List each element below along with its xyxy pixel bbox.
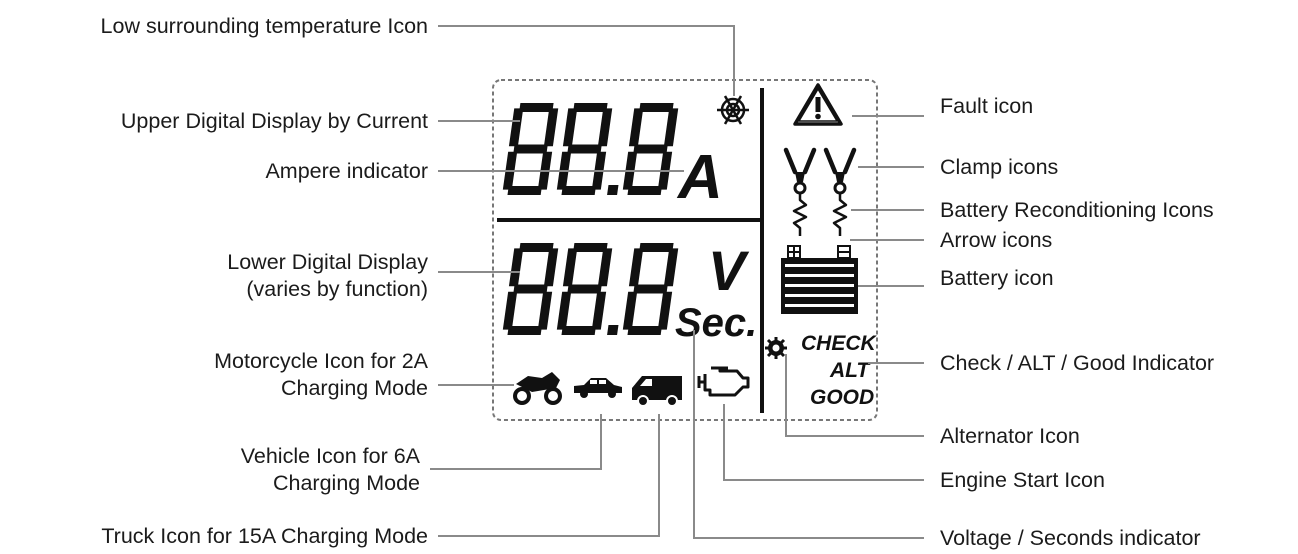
lcd-segment (663, 108, 679, 147)
lcd-segment (597, 248, 613, 287)
label-clamp: Clamp icons (940, 155, 1058, 179)
lcd-segment (507, 326, 542, 335)
lcd-segment (561, 186, 596, 195)
lcd-segment (567, 144, 602, 154)
lcd-segment (639, 103, 674, 112)
lcd-segment (508, 248, 524, 287)
lcd-segment (543, 108, 559, 147)
lcd-frame (492, 79, 878, 421)
lcd-segment (633, 144, 668, 154)
truck-icon (632, 376, 682, 407)
good-indicator: GOOD (810, 386, 874, 409)
label-check: Check / ALT / Good Indicator (940, 351, 1214, 375)
label-motorcycle-2: Charging Mode (281, 376, 428, 400)
leader-volt-sec (693, 330, 924, 539)
battery-icon (781, 245, 858, 314)
lcd-segment (591, 291, 607, 330)
lcd-segment (537, 291, 553, 330)
label-volt-sec: Voltage / Seconds indicator (940, 526, 1201, 550)
label-battery: Battery icon (940, 266, 1054, 290)
lcd-segment (628, 108, 644, 147)
leader-engine (723, 404, 924, 481)
lcd-segment (507, 186, 542, 195)
check-indicator: CHECK (801, 332, 878, 355)
lower-digital-display (502, 243, 679, 335)
lcd-segment (519, 243, 554, 252)
ampere-indicator: A (676, 143, 723, 212)
label-alternator: Alternator Icon (940, 424, 1080, 448)
label-vehicle-1: Vehicle Icon for 6A (241, 444, 421, 468)
lcd-segment (573, 243, 608, 252)
lcd-segment (622, 291, 638, 330)
label-truck: Truck Icon for 15A Charging Mode (101, 524, 428, 548)
lcd-segment (513, 284, 548, 294)
lcd-segment (627, 326, 662, 335)
fault-icon (793, 83, 843, 126)
voltage-indicator: V (708, 239, 750, 302)
label-engine: Engine Start Icon (940, 468, 1105, 492)
label-lower-display-2: (varies by function) (246, 277, 428, 301)
label-ampere: Ampere indicator (265, 159, 428, 183)
label-recond: Battery Reconditioning Icons (940, 198, 1214, 222)
label-vehicle-2: Charging Mode (273, 471, 420, 495)
lcd-segment (561, 326, 596, 335)
engine-icon (697, 366, 750, 397)
leader-vehicle (430, 414, 602, 470)
alt-indicator: ALT (829, 359, 871, 382)
lcd-segment (508, 108, 524, 147)
lcd-segment (657, 291, 673, 330)
lcd-segment (562, 248, 578, 287)
lcd-decimal-point (607, 185, 619, 195)
lcd-segment (628, 248, 644, 287)
lcd-segment (597, 108, 613, 147)
label-arrow: Arrow icons (940, 228, 1052, 252)
leader-low-temp (438, 25, 735, 96)
label-upper-display: Upper Digital Display by Current (121, 109, 428, 133)
label-motorcycle-1: Motorcycle Icon for 2A (214, 349, 429, 373)
lcd-segment (627, 186, 662, 195)
reconditioning-icon (832, 193, 848, 236)
lcd-segment (519, 103, 554, 112)
alternator-icon (765, 337, 787, 359)
lcd-segment (513, 144, 548, 154)
upper-digital-display (502, 103, 679, 195)
leader-alternator (785, 354, 924, 437)
lcd-segment (562, 108, 578, 147)
label-fault: Fault icon (940, 94, 1033, 118)
seconds-indicator: Sec. (675, 301, 757, 345)
label-lower-display-1: Lower Digital Display (227, 250, 428, 274)
lcd-segment (633, 284, 668, 294)
lcd-decimal-point (607, 325, 619, 335)
lcd-segment (639, 243, 674, 252)
lcd-segment (573, 103, 608, 112)
label-low-temp: Low surrounding temperature Icon (101, 14, 428, 38)
motorcycle-icon (513, 372, 562, 405)
lcd-segment (567, 284, 602, 294)
lcd-segment (543, 248, 559, 287)
car-icon (574, 378, 622, 398)
lcd-segment (502, 291, 518, 330)
leader-truck (438, 414, 660, 537)
clamp-icon (823, 147, 857, 195)
clamp-icon (783, 147, 817, 195)
snowflake-icon (717, 95, 749, 125)
lcd-segment (663, 248, 679, 287)
reconditioning-icon (792, 193, 808, 236)
lcd-segment (556, 291, 572, 330)
